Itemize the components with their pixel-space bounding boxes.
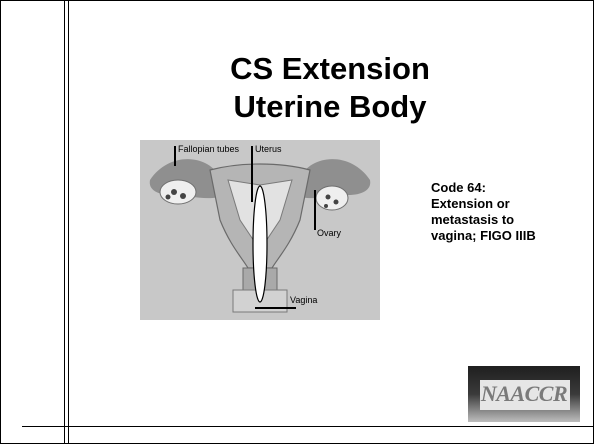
left-follicle	[180, 193, 186, 199]
title-line-2: Uterine Body	[140, 88, 520, 126]
right-ovary-shape	[316, 186, 348, 210]
right-follicle	[326, 195, 331, 200]
right-follicle	[324, 204, 328, 208]
uterus-illustration: Fallopian tubes Uterus Ovary Vagina	[140, 140, 380, 320]
code-line-3: metastasis to	[431, 212, 581, 228]
logo-text: NAACCR	[468, 366, 580, 422]
left-follicle	[171, 189, 177, 195]
left-rule-inner	[68, 0, 69, 444]
left-ovary-shape	[160, 180, 196, 204]
left-follicle	[166, 195, 171, 200]
code-line-1: Code 64:	[431, 180, 581, 196]
label-fallopian-tubes: Fallopian tubes	[178, 144, 240, 154]
code-description: Code 64: Extension or metastasis to vagi…	[431, 180, 581, 244]
extension-marker-ellipse	[253, 186, 267, 302]
label-vagina: Vagina	[290, 295, 317, 305]
code-line-4: vagina; FIGO IIIB	[431, 228, 581, 244]
bottom-rule	[22, 426, 594, 427]
code-line-2: Extension or	[431, 196, 581, 212]
uterus-diagram: Fallopian tubes Uterus Ovary Vagina	[140, 140, 380, 320]
right-follicle	[334, 200, 339, 205]
naaccr-logo: NAACCR	[468, 366, 580, 422]
title-line-1: CS Extension	[140, 50, 520, 88]
slide-title: CS Extension Uterine Body	[140, 50, 520, 126]
label-uterus: Uterus	[255, 144, 282, 154]
label-ovary: Ovary	[317, 228, 342, 238]
left-rule-outer	[64, 0, 65, 444]
